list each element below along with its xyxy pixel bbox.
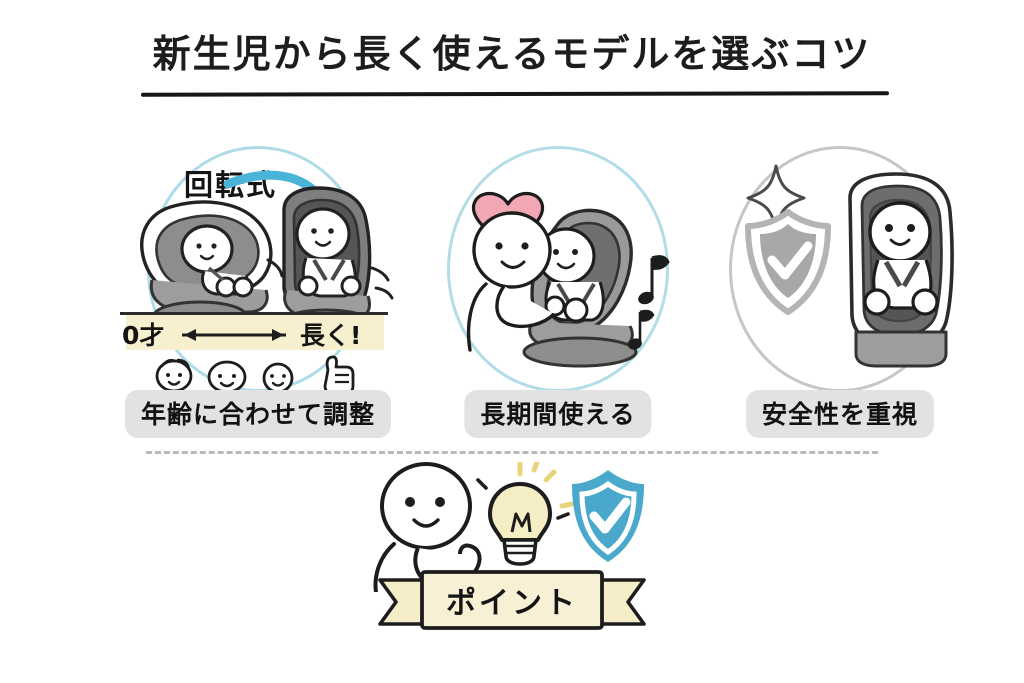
section-divider [146, 451, 878, 454]
page-title-wrap: 新生児から長く使えるモデルを選ぶコツ [0, 32, 1024, 76]
panel-caption: 安全性を重視 [745, 390, 935, 438]
child-face-icon [262, 362, 294, 394]
panel-caption: 年齢に合わせて調整 [124, 390, 392, 438]
page-title: 新生児から長く使えるモデルを選ぶコツ [152, 32, 872, 76]
ribbon-shape [378, 570, 646, 630]
title-underline [140, 91, 890, 97]
child-in-forward-facing-car-seat-icon [745, 164, 954, 368]
panel-caption: 長期間使える [464, 390, 652, 438]
timeline-start-label: 0才 [122, 321, 165, 350]
bottom-illustration [373, 462, 644, 592]
thumbs-up-icon [323, 355, 355, 394]
shield-check-icon [572, 470, 644, 562]
timeline-arrow-icon [182, 329, 286, 341]
panel-safety[interactable]: 安全性を重視 [690, 140, 990, 440]
music-note-icon [628, 255, 670, 350]
growth-faces-row [155, 355, 355, 394]
timeline-ground-line [120, 312, 388, 315]
baby-face-icon [207, 360, 247, 394]
timeline-end-label: 長く! [300, 321, 362, 350]
panel-rotating[interactable]: 回転式 [108, 140, 408, 440]
point-ribbon: ポイント [378, 570, 646, 632]
panel-caption-label: 長期間使える [480, 400, 636, 429]
panel-caption-label: 安全性を重視 [761, 400, 919, 429]
panel-caption-label: 年齢に合わせて調整 [140, 400, 376, 429]
baby-face-icon [155, 358, 193, 393]
timeline-band [126, 314, 384, 350]
parent-and-child-in-car-seat-icon [466, 191, 670, 368]
panel-row: 回転式 [0, 140, 1024, 440]
shield-check-icon [745, 209, 831, 315]
panel-long-term[interactable]: 長期間使える [408, 140, 708, 440]
lightbulb-icon [476, 462, 575, 566]
ribbon-label: ポイント [446, 586, 578, 621]
bottom-section: ポイント [0, 462, 1024, 642]
